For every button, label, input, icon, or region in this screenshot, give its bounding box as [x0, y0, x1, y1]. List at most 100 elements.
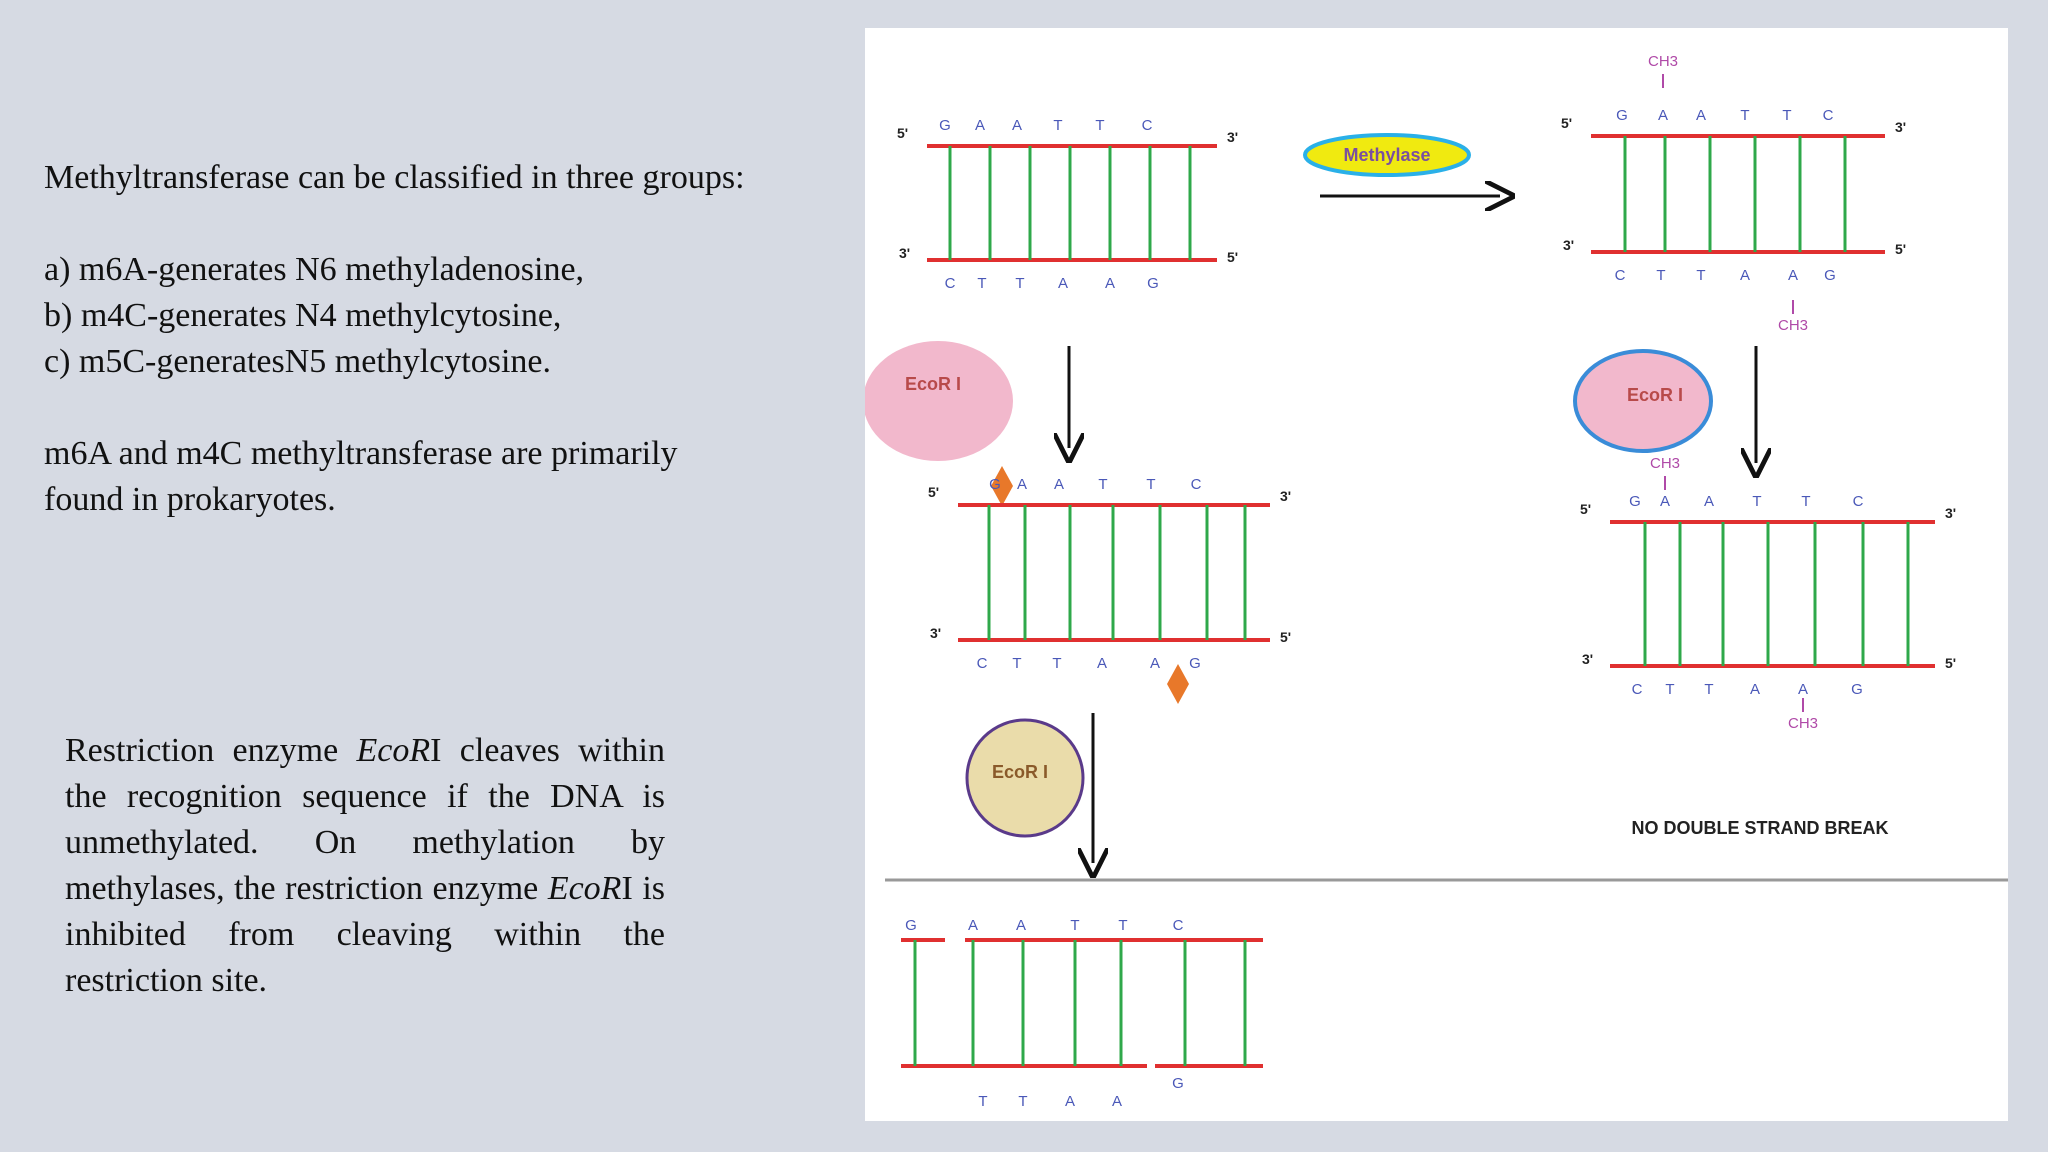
three-prime-top: 3' [1280, 488, 1291, 504]
base-top: A [1658, 107, 1668, 124]
cut-base-top: A [968, 917, 978, 934]
base-bottom: T [1052, 655, 1061, 672]
base-top: A [1017, 476, 1027, 493]
base-bottom: G [1147, 275, 1159, 292]
base-bottom: T [1012, 655, 1021, 672]
five-prime-bottom: 5' [1227, 249, 1238, 265]
base-bottom: G [1824, 267, 1836, 284]
five-prime-top: 5' [897, 125, 908, 141]
base-bottom: A [1750, 681, 1760, 698]
cut-base-top: C [1173, 917, 1184, 934]
base-bottom: C [945, 275, 956, 292]
ecori-label-1: EcoR I [905, 374, 961, 394]
base-top: T [1053, 117, 1062, 134]
base-bottom: C [1615, 267, 1626, 284]
five-prime-bottom: 5' [1280, 629, 1291, 645]
no-break-label: NO DOUBLE STRAND BREAK [1631, 818, 1888, 838]
cut-base-top: T [1070, 917, 1079, 934]
five-prime-top: 5' [1561, 115, 1572, 131]
base-bottom: T [1015, 275, 1024, 292]
base-bottom: T [977, 275, 986, 292]
cut-marker-top [991, 466, 1013, 506]
base-bottom: G [1851, 681, 1863, 698]
base-top: T [1801, 493, 1810, 510]
methyl-group-label: CH3 [1648, 53, 1678, 70]
base-bottom: A [1058, 275, 1068, 292]
prokaryote-note-line1: m6A and m4C methyltransferase are primar… [44, 435, 678, 472]
cut-base-top: T [1118, 917, 1127, 934]
methylase-oval [1303, 133, 1471, 177]
base-bottom: T [1656, 267, 1665, 284]
restriction-paragraph: Restriction enzyme EcoRI cleaves within … [65, 732, 666, 999]
five-prime-bottom: 5' [1895, 241, 1906, 257]
prokaryote-note-line2: found in prokaryotes. [44, 481, 336, 518]
base-bottom: T [1665, 681, 1674, 698]
base-top: T [1740, 107, 1749, 124]
base-top: A [1012, 117, 1022, 134]
base-top: A [975, 117, 985, 134]
ecori-enzyme-1 [865, 341, 1013, 461]
ecori-label-3: EcoR I [1627, 385, 1683, 405]
base-top: G [1616, 107, 1628, 124]
cut-base-top: G [905, 917, 917, 934]
base-top: A [1660, 493, 1670, 510]
five-prime-bottom: 5' [1945, 655, 1956, 671]
three-prime-top: 3' [1895, 119, 1906, 135]
base-top: C [1853, 493, 1864, 510]
three-prime-bottom: 3' [1563, 237, 1574, 253]
base-bottom: A [1798, 681, 1808, 698]
three-prime-bottom: 3' [930, 625, 941, 641]
five-prime-top: 5' [928, 484, 939, 500]
group-a: a) m6A-generates N6 methyladenosine, [44, 251, 585, 288]
methylation-diagram: Methylase EcoR I EcoR I EcoR I NO DOUBLE… [865, 28, 2008, 1121]
cut-base-bottom: A [1065, 1093, 1075, 1110]
enzyme-name-2: EcoR [547, 870, 622, 907]
methylase-label: Methylase [1343, 145, 1430, 165]
methyl-group-label: CH3 [1778, 317, 1808, 334]
base-top: T [1146, 476, 1155, 493]
three-prime-bottom: 3' [899, 245, 910, 261]
group-b: b) m4C-generates N4 methylcytosine, [44, 297, 562, 334]
cut-base-bottom: T [978, 1093, 987, 1110]
base-top: G [1629, 493, 1641, 510]
base-bottom: C [1632, 681, 1643, 698]
base-top: C [1823, 107, 1834, 124]
base-top: T [1752, 493, 1761, 510]
cut-base-top: A [1016, 917, 1026, 934]
cut-base-bottom: G [1172, 1075, 1184, 1092]
base-bottom: A [1097, 655, 1107, 672]
five-prime-top: 5' [1580, 501, 1591, 517]
base-top: T [1095, 117, 1104, 134]
base-bottom: T [1696, 267, 1705, 284]
methyltransferase-text: Methyltransferase can be classified in t… [44, 155, 864, 523]
base-bottom: A [1740, 267, 1750, 284]
base-top: A [1704, 493, 1714, 510]
base-top: T [1098, 476, 1107, 493]
three-prime-top: 3' [1227, 129, 1238, 145]
ecori-enzyme-2 [965, 718, 1085, 838]
three-prime-bottom: 3' [1582, 651, 1593, 667]
base-bottom: G [1189, 655, 1201, 672]
base-top: A [1696, 107, 1706, 124]
base-bottom: A [1150, 655, 1160, 672]
three-prime-top: 3' [1945, 505, 1956, 521]
cut-base-bottom: A [1112, 1093, 1122, 1110]
base-bottom: A [1105, 275, 1115, 292]
base-top: C [1191, 476, 1202, 493]
base-top: T [1782, 107, 1791, 124]
base-top: G [939, 117, 951, 134]
intro-heading: Methyltransferase can be classified in t… [44, 159, 745, 196]
ecori-enzyme-3 [1573, 349, 1713, 453]
base-top: G [989, 476, 1001, 493]
cut-marker-bottom [1167, 664, 1189, 704]
base-bottom: T [1704, 681, 1713, 698]
base-bottom: C [977, 655, 988, 672]
base-top: C [1142, 117, 1153, 134]
methyl-group-label: CH3 [1650, 455, 1680, 472]
ecori-label-2: EcoR I [992, 762, 1048, 782]
group-c: c) m5C-generatesN5 methylcytosine. [44, 343, 552, 380]
methyl-group-label: CH3 [1788, 715, 1818, 732]
base-top: A [1054, 476, 1064, 493]
diagram-canvas: Methylase EcoR I EcoR I EcoR I NO DOUBLE… [865, 53, 2008, 1110]
